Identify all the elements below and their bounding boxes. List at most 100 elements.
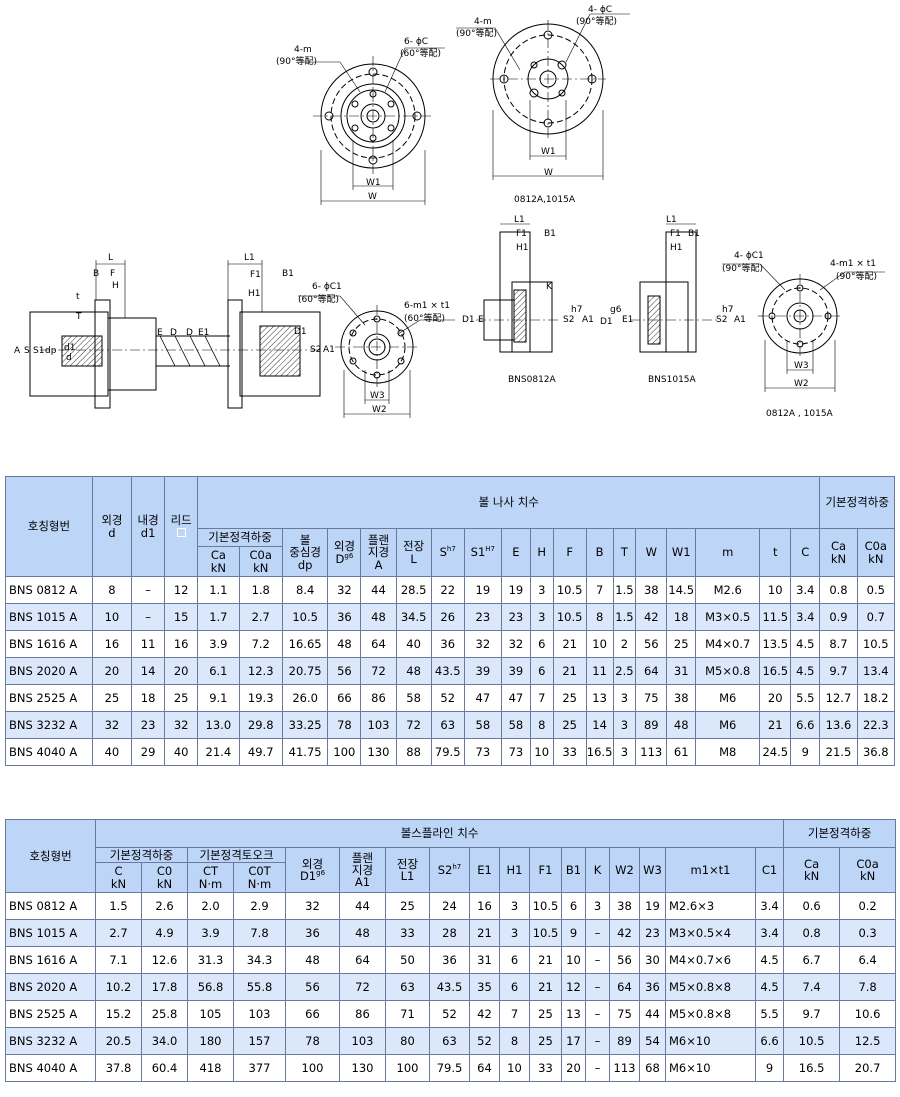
table-cell: 31 xyxy=(666,657,697,685)
label: E xyxy=(478,315,484,325)
table-cell: 36 xyxy=(429,946,470,974)
col-Ca-2: kN xyxy=(210,560,226,575)
table-cell: 43.5 xyxy=(430,657,465,685)
col-C0a-1: C0a xyxy=(249,548,272,563)
col-lead-label: 리드 xyxy=(170,512,192,527)
col-Ca-1: Ca xyxy=(804,856,820,871)
table-cell: 63 xyxy=(385,973,430,1001)
table-cell: 3.9 xyxy=(197,630,240,658)
col-id-label: 내경 xyxy=(137,513,159,528)
table-cell: 18 xyxy=(666,603,697,631)
table-cell: 130 xyxy=(360,738,397,766)
table-cell: 47 xyxy=(500,684,531,712)
front-view-spline-flange xyxy=(298,295,455,418)
label: A1 xyxy=(734,315,746,325)
label: D1 xyxy=(294,327,307,337)
label: B1 xyxy=(544,229,556,239)
table-cell: 56 xyxy=(635,630,668,658)
table-cell: 3 xyxy=(612,684,637,712)
table-cell: – xyxy=(585,1054,610,1082)
table-cell: 20.7 xyxy=(839,1054,897,1082)
table-cell: 44 xyxy=(360,576,397,604)
table-cell: 32 xyxy=(91,711,133,739)
col-S1-tol: H7 xyxy=(485,545,496,554)
table-cell: 63 xyxy=(430,711,465,739)
col-C0T-2: N·m xyxy=(247,876,272,891)
table-cell: M4×0.7 xyxy=(695,630,761,658)
table-cell: 71 xyxy=(385,1000,430,1028)
col-model: 호칭형번 xyxy=(5,476,93,577)
col-C0a-2: kN xyxy=(859,869,876,883)
table-cell: 52 xyxy=(469,1027,500,1055)
table-cell: 64 xyxy=(635,657,668,685)
col-D-2: D xyxy=(335,551,345,566)
table-cell: 21 xyxy=(759,711,792,739)
model-cell: BNS 4040 A xyxy=(5,1054,96,1082)
table-cell: 12.6 xyxy=(141,946,188,974)
label: H1 xyxy=(516,243,529,253)
table-cell: 14 xyxy=(585,711,614,739)
table-cell: 0.8 xyxy=(819,576,858,604)
table-cell: 9 xyxy=(754,1054,785,1082)
table-cell: 88 xyxy=(395,738,432,766)
label: S2 xyxy=(310,345,321,355)
label: L xyxy=(108,253,113,263)
col-D1-2: D1 xyxy=(299,869,317,883)
table-cell: 36.8 xyxy=(856,738,896,766)
table-cell: 48 xyxy=(285,946,340,974)
table-cell: 48 xyxy=(666,711,697,739)
table-cell: 6.6 xyxy=(754,1027,785,1055)
table-cell: 36 xyxy=(639,973,666,1001)
label: 6-m1 × t1 xyxy=(404,301,450,311)
label: W xyxy=(368,192,377,202)
table-cell: 13 xyxy=(561,1000,586,1028)
model-cell: BNS 2020 A xyxy=(5,973,96,1001)
table-cell: 75 xyxy=(609,1000,640,1028)
table-cell: 48 xyxy=(395,657,432,685)
table-cell: 105 xyxy=(187,1000,234,1028)
table-cell: 38 xyxy=(635,576,668,604)
label: (90°等配) xyxy=(722,262,763,274)
table-cell: – xyxy=(585,1000,610,1028)
table-cell: 0.8 xyxy=(783,919,841,947)
col-C: C xyxy=(790,528,821,577)
label: (90°等配) xyxy=(576,15,617,27)
table-cell: 16 xyxy=(91,630,133,658)
label: A1 xyxy=(582,315,594,325)
table-cell: 8.7 xyxy=(819,630,858,658)
col-D1-1: 외경 xyxy=(301,856,324,871)
table-cell: 3 xyxy=(499,892,530,920)
table-cell: 10.5 xyxy=(783,1027,841,1055)
col-L1-1: 전장 xyxy=(396,856,419,871)
label: E1 xyxy=(622,315,633,325)
label: t xyxy=(76,292,80,302)
table-cell: 3 xyxy=(529,603,554,631)
section-view-ball-screw xyxy=(29,260,321,409)
label: 4-m xyxy=(474,17,492,27)
table-cell: 13.0 xyxy=(197,711,240,739)
table-cell: 21.5 xyxy=(819,738,858,766)
table-cell: 21 xyxy=(552,657,587,685)
table-cell: 7 xyxy=(499,1000,530,1028)
table-cell: 21.4 xyxy=(197,738,240,766)
table-cell: 21 xyxy=(529,946,562,974)
col-A-3: A xyxy=(374,557,383,572)
table-cell: 44 xyxy=(339,892,386,920)
table-cell: 8 xyxy=(91,576,133,604)
table-cell: 14.5 xyxy=(666,576,697,604)
table-cell: 64 xyxy=(469,1054,500,1082)
table-cell: 78 xyxy=(327,711,362,739)
table-cell: 1.1 xyxy=(197,576,240,604)
table-cell: M2.6×3 xyxy=(665,892,756,920)
col-D1-tol: g6 xyxy=(316,869,326,878)
group-load-right: 기본정격하중 xyxy=(783,819,897,848)
table-cell: 52 xyxy=(430,684,465,712)
table-cell: 16 xyxy=(469,892,500,920)
